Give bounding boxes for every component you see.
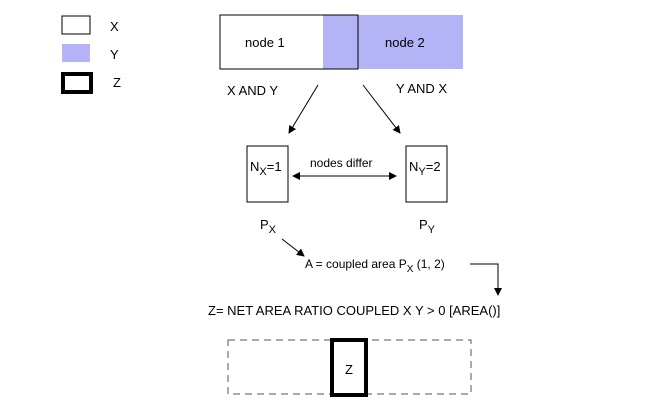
py-label: PY (419, 217, 436, 236)
ny-sub: Y (418, 166, 426, 178)
ny-box (405, 145, 448, 203)
overlapping-nodes: node 1 node 2 (219, 14, 463, 70)
legend-x-swatch (61, 15, 91, 35)
px-main: P (260, 217, 269, 232)
z-result-label: Z (345, 362, 353, 377)
arrow-a-to-formula (470, 263, 502, 296)
px-label: PX (260, 217, 277, 236)
node-1-label: node 1 (245, 35, 285, 50)
nx-sub: X (259, 166, 267, 178)
nx-label: NX=1 (250, 159, 282, 178)
legend-y-label: Y (110, 47, 119, 62)
nx-main: N (250, 159, 259, 174)
legend: X Y Z (61, 15, 121, 94)
z-result-box (330, 338, 368, 397)
legend-z-swatch (61, 72, 93, 94)
legend-y-swatch (62, 44, 90, 62)
coupled-area-label: A = coupled area PX (1, 2) (305, 257, 445, 275)
coupled-prefix: A = coupled area P (305, 257, 407, 271)
py-main: P (419, 217, 428, 232)
nx-value: =1 (267, 159, 282, 174)
arrow-px-to-a (281, 238, 305, 257)
nx-box (246, 145, 289, 203)
ny-main: N (409, 159, 418, 174)
caption-y-and-x: Y AND X (396, 81, 447, 96)
coupled-sub: X (407, 264, 414, 275)
coupled-suffix: (1, 2) (413, 257, 444, 271)
node-2-label: node 2 (385, 35, 425, 50)
formula-text: Z= NET AREA RATIO COUPLED X Y > 0 [AREA(… (208, 303, 500, 318)
ny-value: =2 (426, 159, 441, 174)
node-2-region (323, 15, 463, 69)
py-sub: Y (428, 224, 436, 236)
arrow-right-down (362, 84, 401, 134)
legend-x-label: X (110, 19, 119, 34)
nodes-differ-label: nodes differ (310, 156, 373, 170)
caption-x-and-y: X AND Y (227, 83, 278, 98)
px-sub: X (269, 224, 277, 236)
node-1-box (219, 14, 359, 70)
legend-z-label: Z (113, 75, 121, 90)
ny-label: NY=2 (409, 159, 441, 178)
arrow-left-down (288, 84, 319, 134)
